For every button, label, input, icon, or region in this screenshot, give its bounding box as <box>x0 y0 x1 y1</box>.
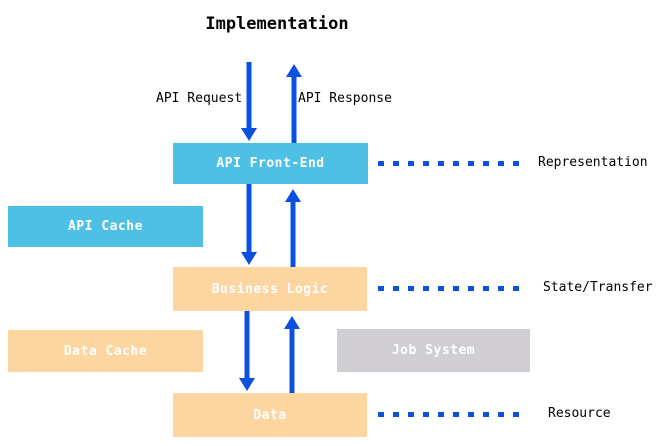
box-api-cache: API Cache <box>8 206 203 247</box>
arrow-shaft <box>246 62 252 129</box>
box-api-cache-label: API Cache <box>68 219 143 234</box>
box-data-cache-label: Data Cache <box>63 343 148 359</box>
arrow-shaft <box>290 201 296 267</box>
arrow-shaft <box>289 328 295 393</box>
layer-label-representation: Representation <box>538 155 648 170</box>
box-data-cache: Data Cache <box>8 330 203 372</box>
box-business-logic-label: Business Logic <box>211 281 329 297</box>
api-response-arrow-up <box>286 64 302 144</box>
box-api-front-end: API Front-End <box>173 143 368 184</box>
state-transfer-dash-line <box>378 286 524 291</box>
box-api-front-end-label: API Front-End <box>216 156 325 171</box>
logic-to-frontend-arrow-up <box>285 189 301 267</box>
box-data: Data <box>173 393 367 437</box>
logic-to-data-arrow-down <box>239 311 255 391</box>
box-job-system-label: Job System <box>391 343 476 358</box>
diagram-title: Implementation <box>205 14 349 34</box>
arrow-head-up-icon <box>286 64 302 77</box>
box-job-system: Job System <box>337 329 530 372</box>
box-data-label: Data <box>253 407 287 423</box>
api-response-label: API Response <box>298 91 392 106</box>
arrow-head-up-icon <box>285 189 301 202</box>
box-business-logic: Business Logic <box>173 267 367 311</box>
layer-label-resource: Resource <box>548 406 611 421</box>
frontend-to-logic-arrow-down <box>241 184 257 265</box>
arrow-shaft <box>246 184 252 253</box>
representation-dash-line <box>378 161 524 166</box>
data-to-logic-arrow-up <box>284 316 300 393</box>
arrow-head-down-icon <box>241 252 257 265</box>
api-request-arrow-down <box>241 62 257 141</box>
arrow-shaft <box>291 76 297 144</box>
arrow-head-down-icon <box>241 128 257 141</box>
layer-label-state-transfer: State/Transfer <box>543 280 653 295</box>
arrow-head-down-icon <box>239 378 255 391</box>
arrow-head-up-icon <box>284 316 300 329</box>
arrow-shaft <box>244 311 250 379</box>
resource-dash-line <box>378 412 524 417</box>
api-request-label: API Request <box>156 91 243 106</box>
